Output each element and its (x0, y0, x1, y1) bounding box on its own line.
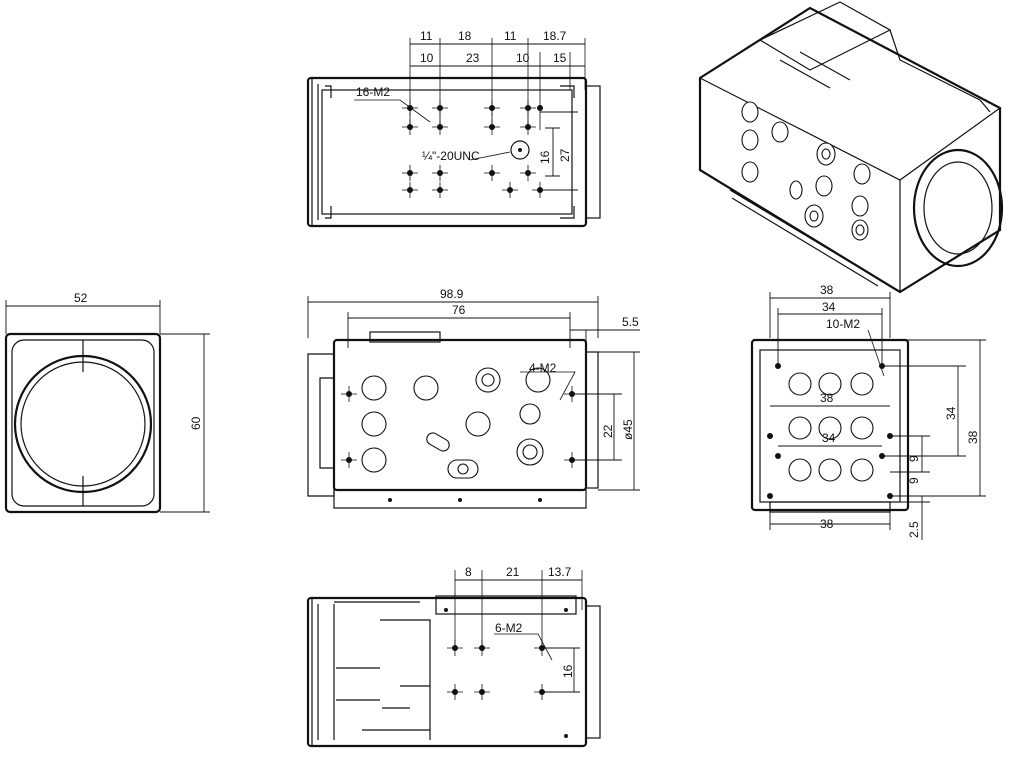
bottom-leader-m2 (494, 633, 553, 661)
top-dim-11b: 11 (504, 29, 517, 43)
top-dim-27-line (540, 111, 578, 191)
rear-view-base (769, 501, 891, 513)
top-leader-unc (469, 151, 511, 161)
front-dim-height-line (160, 333, 210, 513)
side-dim-lens: ø45 (621, 419, 635, 440)
bottom-dim-8: 8 (465, 565, 472, 579)
bottom-dim-16-line (542, 647, 580, 693)
front-view: 52 60 (4, 291, 210, 514)
front-dim-height: 60 (189, 416, 203, 430)
bottom-view-flange (585, 605, 601, 739)
top-dim-11a: 11 (420, 29, 433, 43)
rear-dim-38-line (890, 339, 986, 497)
rear-dim-h38: 38 (966, 430, 980, 444)
bottom-view-board (311, 598, 431, 746)
top-view: 11 18 11 18.7 10 23 10 15 16-M2 ¼"-20UNC (306, 29, 601, 228)
rear-dim-2-5-line (900, 496, 930, 540)
side-dim-overall: 98.9 (440, 287, 464, 301)
tripod-mount-hole (510, 140, 530, 160)
rear-thread-note: 10-M2 (826, 317, 860, 331)
iso-top-plate (889, 29, 991, 113)
bottom-view-outline (306, 596, 588, 748)
rear-dim-9b: 9 (907, 477, 921, 484)
rear-dim-38-top-line (769, 292, 891, 338)
top-dim-18-7: 18.7 (543, 29, 567, 43)
side-view-flange (585, 351, 599, 489)
front-view-outline (4, 332, 162, 514)
rear-dim-h34: 34 (944, 406, 958, 420)
rear-dim-38-top: 38 (820, 283, 834, 297)
bottom-view: 8 21 13.7 6-M2 16 (306, 565, 601, 748)
rear-dim-38-bot: 38 (820, 517, 834, 531)
isometric-view (698, 1, 1004, 294)
side-dim-lens-line (598, 351, 640, 491)
top-view-holes (402, 100, 548, 198)
rear-view-holes (767, 363, 893, 499)
front-lens-inner (20, 361, 146, 487)
bottom-extension-lines (454, 570, 583, 648)
bottom-dim-21: 21 (506, 565, 520, 579)
top-leader-m2 (354, 99, 431, 123)
rear-dim-38-mid: 38 (820, 391, 834, 405)
top-dim-16: 16 (538, 150, 552, 164)
rear-dim-34-top: 34 (822, 300, 836, 314)
top-dim-15: 15 (553, 51, 567, 65)
side-dim-flange-line (570, 329, 640, 346)
top-dim-18a: 18 (458, 29, 472, 43)
side-view-top-tab (369, 331, 441, 343)
rear-view-outline (750, 338, 910, 512)
top-dim-10a: 10 (420, 51, 434, 65)
side-view-base (333, 489, 587, 509)
rear-dim-2-5: 2.5 (907, 521, 921, 538)
iso-base-plate (729, 189, 881, 287)
top-dim-23: 23 (466, 51, 480, 65)
rear-dim-34-line (882, 365, 966, 457)
top-mount-note: ¼"-20UNC (422, 149, 480, 163)
rear-dim-34-mid: 34 (822, 431, 836, 445)
front-lens-outer (13, 354, 153, 494)
top-dim-10b: 10 (516, 51, 530, 65)
rear-dim-9a: 9 (907, 455, 921, 462)
side-dim-body: 76 (452, 303, 466, 317)
top-view-extension-lines (409, 38, 586, 130)
side-view: 98.9 76 5.5 4-M2 22 ø (307, 287, 640, 509)
rear-dim-34-top-line (777, 308, 883, 366)
iso-body-edges (699, 77, 1001, 292)
front-dim-width: 52 (74, 291, 88, 305)
iso-lens-inner (923, 161, 993, 255)
side-dim-22-line (572, 393, 622, 461)
rear-view: 38 34 10-M2 38 34 38 34 38 9 9 2.5 (750, 283, 986, 540)
top-thread-note: 16-M2 (356, 85, 390, 99)
bottom-thread-note: 6-M2 (495, 621, 523, 635)
side-dim-flange: 5.5 (622, 315, 639, 329)
bottom-view-top-plate (435, 595, 577, 615)
side-dim-body-line (347, 312, 571, 348)
iso-side-holes (741, 101, 871, 241)
side-thread-note: 4-M2 (529, 361, 557, 375)
top-view-brackets (311, 78, 575, 226)
top-dim-27: 27 (558, 148, 572, 162)
bottom-dim-13-7: 13.7 (548, 565, 572, 579)
top-dim-16-line (545, 127, 560, 177)
side-view-bracket (307, 353, 335, 497)
iso-lens-outer (912, 148, 1004, 268)
top-view-flange (585, 85, 601, 219)
side-view-holes (341, 367, 580, 479)
rear-dim-9-lines (890, 435, 930, 473)
front-dim-width-line (5, 300, 161, 334)
side-dim-overall-line (307, 296, 599, 338)
side-leader-m2 (520, 371, 576, 401)
rear-dim-38-bot-line (769, 512, 891, 530)
side-dim-22: 22 (601, 424, 615, 438)
bottom-dim-16: 16 (561, 664, 575, 678)
